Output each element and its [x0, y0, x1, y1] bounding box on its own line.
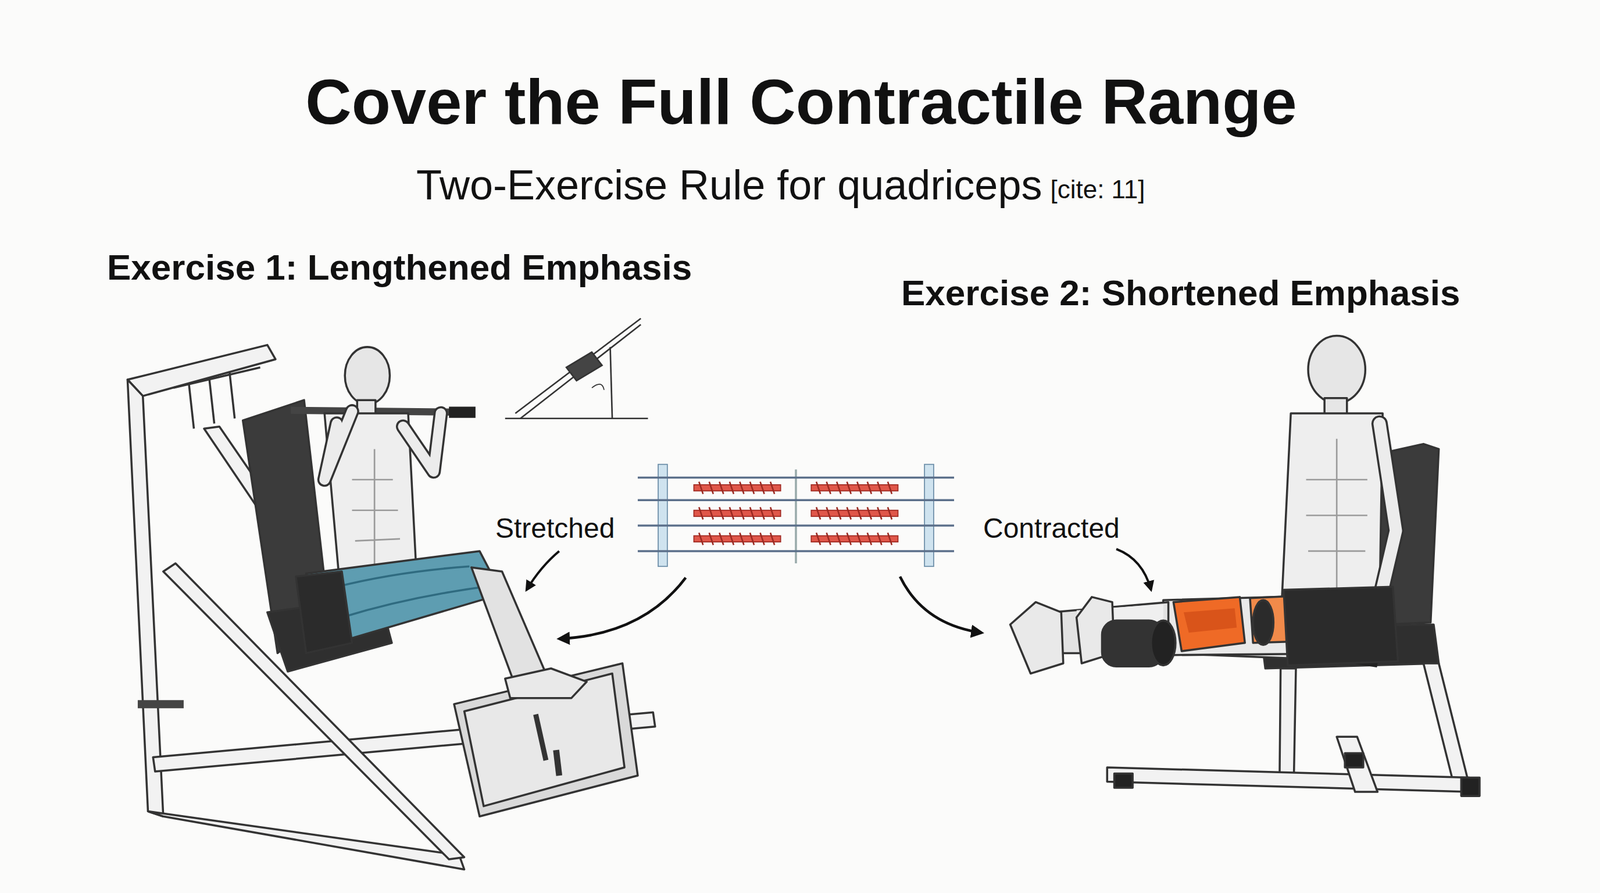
- leader-arrow: [900, 576, 982, 634]
- leg-press-machine: [454, 663, 638, 817]
- leg-press-machine: [127, 344, 275, 396]
- leg-press-icon: [591, 384, 605, 391]
- leg-extension-machine: [1114, 773, 1134, 789]
- leg-press-machine: [127, 379, 163, 817]
- sarcomere-diagram: [637, 477, 955, 552]
- leg-press-person: [402, 413, 441, 472]
- sarcomere-diagram: [637, 524, 955, 527]
- leg-extension-machine: [1344, 752, 1364, 768]
- leg-extension-person: [1306, 438, 1368, 592]
- leg-press-machine: [209, 377, 215, 424]
- leg-press-machine: [448, 406, 476, 419]
- leg-press-person: [344, 347, 390, 405]
- leg-extension-person: [1010, 336, 1399, 674]
- leg-press-person: [352, 448, 400, 572]
- sarcomere-diagram: [811, 536, 898, 543]
- leg-press-machine: [229, 372, 235, 419]
- leg-press-icon: [520, 324, 641, 419]
- leg-press-machine: [188, 382, 195, 429]
- sarcomere-diagram: [637, 550, 955, 553]
- leg-press-person: [295, 571, 353, 653]
- leg-extension-person: [1281, 413, 1383, 605]
- panel-heading: Exercise 2: Shortened Emphasis: [901, 272, 1460, 314]
- leg-press-person: [336, 566, 485, 618]
- sarcomere-diagram: [693, 536, 781, 543]
- leg-press-person: [324, 411, 352, 480]
- sarcomere-diagram: [698, 481, 892, 546]
- leg-press-person: [324, 411, 352, 480]
- sarcomere-diagram: [693, 510, 781, 517]
- sarcomere-diagram: [693, 484, 781, 492]
- leg-extension-person: [1183, 608, 1237, 633]
- leg-press-icon: [505, 318, 649, 419]
- leg-press-machine: [173, 367, 260, 388]
- leg-extension-machine: [1106, 767, 1470, 792]
- leg-press-person: [505, 668, 587, 699]
- leg-extension-person: [1010, 602, 1064, 674]
- leg-press-icon: [610, 347, 613, 419]
- leg-extension-machine: [1279, 668, 1296, 778]
- sarcomere-diagram: [637, 464, 955, 567]
- leg-extension-machine: [1423, 663, 1470, 787]
- leader-arrow: [559, 577, 687, 639]
- sarcomere-diagram: [811, 510, 898, 517]
- leg-press-machine: [535, 714, 546, 761]
- leader-arrow: [1116, 548, 1152, 590]
- arrow-label: Contracted: [979, 512, 1124, 545]
- leg-press-machine: [137, 700, 184, 709]
- leg-press-icon: [505, 417, 649, 420]
- leg-press-machine: [127, 344, 655, 870]
- panel-heading: Exercise 1: Lengthened Emphasis: [106, 246, 692, 288]
- leg-extension-machine: [1461, 777, 1480, 797]
- leg-extension-person: [1151, 620, 1176, 666]
- leg-press-icon: [515, 318, 641, 414]
- leg-press-icon: [566, 352, 602, 381]
- leg-press-machine: [556, 750, 560, 776]
- subtitle: Two-Exercise Rule for quadriceps: [416, 161, 1042, 210]
- sarcomere-diagram: [794, 469, 798, 563]
- arrow-label: Stretched: [491, 512, 619, 545]
- leg-extension-person: [1324, 398, 1348, 415]
- leg-extension-machine: [1336, 736, 1378, 792]
- sarcomere-diagram: [637, 498, 955, 502]
- sarcomere-diagram: [637, 476, 955, 480]
- leg-press-person: [402, 413, 441, 472]
- leader-arrow: [526, 551, 560, 591]
- sarcomere-diagram: [811, 484, 898, 492]
- title: Cover the Full Contractile Range: [305, 65, 1297, 139]
- leg-extension-person: [1283, 586, 1399, 666]
- leg-extension-person: [1252, 600, 1274, 645]
- leg-extension-person: [1173, 597, 1245, 652]
- leg-press-person: [471, 567, 546, 687]
- citation: [cite: 11]: [1050, 175, 1145, 205]
- leg-extension-person: [1308, 336, 1366, 404]
